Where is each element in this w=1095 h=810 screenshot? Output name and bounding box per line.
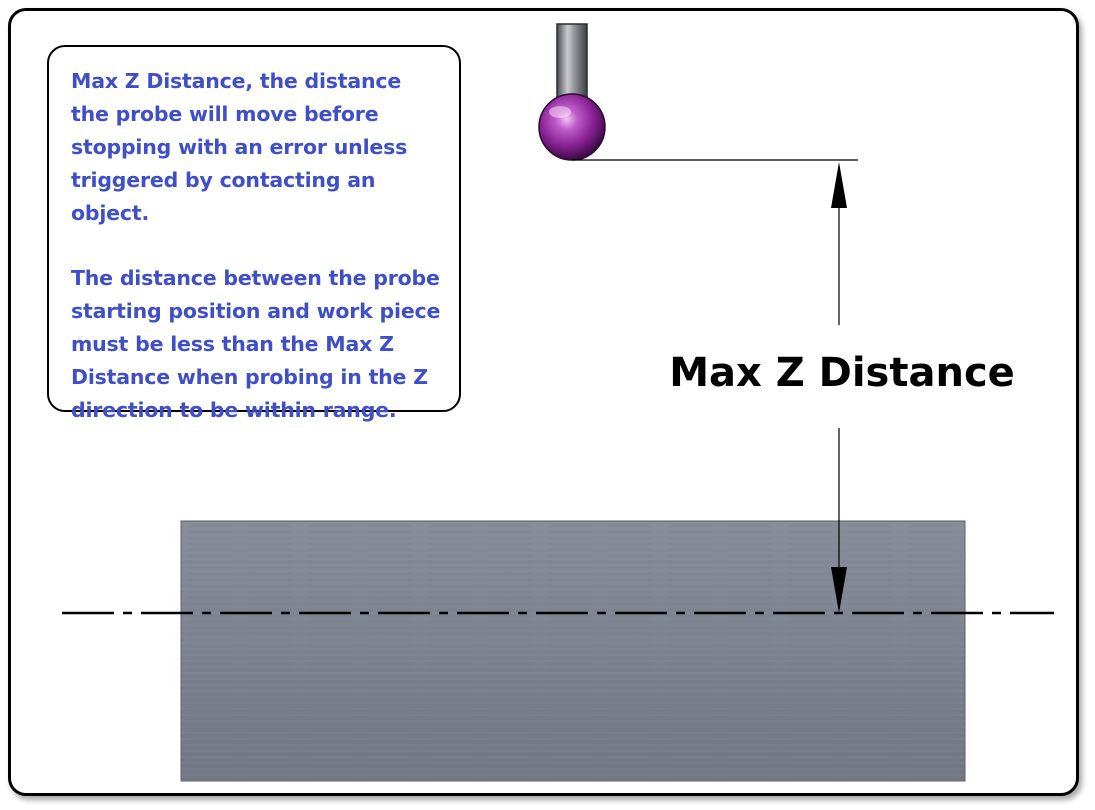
dimension-label: Max Z Distance xyxy=(660,343,1024,403)
callout-paragraph-requirement: The distance between the probe starting … xyxy=(71,266,441,422)
probe xyxy=(538,23,606,161)
dimension-arrow-down xyxy=(831,567,847,613)
workpiece-block xyxy=(180,520,966,782)
probe-ball xyxy=(538,93,606,161)
probe-stem xyxy=(556,23,588,103)
callout-paragraph-definition: Max Z Distance, the distance the probe w… xyxy=(71,69,408,225)
dimension-arrow-up xyxy=(831,162,847,208)
explanation-callout: Max Z Distance, the distance the probe w… xyxy=(47,45,461,422)
